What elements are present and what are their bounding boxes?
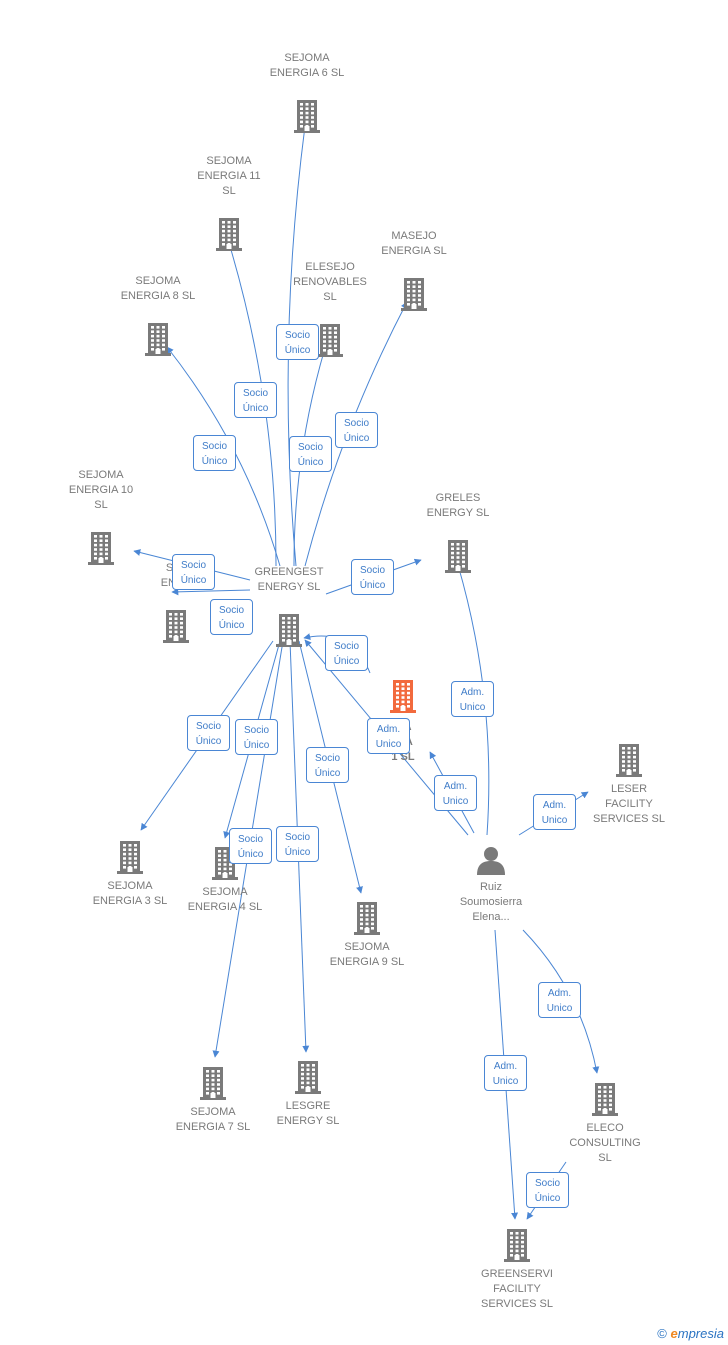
edge-label[interactable]: Socio Único <box>351 559 394 595</box>
edge-label[interactable]: Socio Único <box>172 554 215 590</box>
node-label: SEJOMA ENERGIA 9 SL <box>329 941 405 968</box>
building-icon <box>592 1082 618 1121</box>
edge-greengest-sejomaX <box>171 588 251 596</box>
node-label: SEJOMA ENERGIA 3 SL <box>92 880 168 907</box>
building-icon <box>212 846 238 885</box>
node-label: SEJOMA ENERGIA 7 SL <box>175 1106 251 1133</box>
node-label: MASEJO ENERGIA SL <box>381 230 447 257</box>
node-label: SEJOMA ENERGIA 10 SL <box>68 469 134 511</box>
edge-label[interactable]: Socio Único <box>526 1172 569 1208</box>
building-icon <box>504 1228 530 1267</box>
brand-logo-e: e <box>670 1326 678 1341</box>
building-icon <box>294 99 320 138</box>
edge-label[interactable]: Adm. Unico <box>451 681 494 717</box>
node-sejoma4[interactable]: SEJOMA ENERGIA 4 SL <box>170 846 280 915</box>
node-label: SEJOMA ENERGIA 4 SL <box>187 886 263 913</box>
node-label: GRELES ENERGY SL <box>426 492 490 519</box>
node-leser[interactable]: LESER FACILITY SERVICES SL <box>574 743 684 827</box>
copyright-symbol: © <box>657 1326 667 1341</box>
building-icon <box>317 323 343 362</box>
edge-label[interactable]: Socio Único <box>210 599 253 635</box>
building-icon <box>401 277 427 316</box>
edge-label[interactable]: Socio Único <box>335 412 378 448</box>
edge-label[interactable]: Socio Único <box>276 826 319 862</box>
edge-label[interactable]: Socio Único <box>187 715 230 751</box>
node-sejoma3[interactable]: SEJOMA ENERGIA 3 SL <box>75 840 185 909</box>
node-greengest[interactable]: GREENGEST ENERGY SL <box>234 565 344 652</box>
brand-logo-text: mpresia <box>677 1326 724 1341</box>
node-label: SEJOMA ENERGIA 6 SL <box>269 52 345 79</box>
node-lesgre[interactable]: LESGRE ENERGY SL <box>253 1060 363 1129</box>
node-sejoma6[interactable]: SEJOMA ENERGIA 6 SL <box>252 51 362 138</box>
edge-label[interactable]: Socio Único <box>193 435 236 471</box>
node-label: LESGRE ENERGY SL <box>276 1100 340 1127</box>
edge-label[interactable]: Socio Único <box>235 719 278 755</box>
node-eleco[interactable]: ELECO CONSULTING SL <box>550 1082 660 1166</box>
edge-label[interactable]: Adm. Unico <box>434 775 477 811</box>
node-label: GREENGEST ENERGY SL <box>254 566 324 593</box>
edge-label[interactable]: Adm. Unico <box>484 1055 527 1091</box>
node-ruiz[interactable]: Ruiz Soumosierra Elena... <box>436 845 546 925</box>
node-label: LESER FACILITY SERVICES SL <box>593 783 665 825</box>
node-masejo[interactable]: MASEJO ENERGIA SL <box>359 229 469 316</box>
building-icon <box>295 1060 321 1099</box>
node-label: GREENSERVI FACILITY SERVICES SL <box>481 1268 553 1310</box>
building-icon <box>88 531 114 570</box>
node-sejoma9[interactable]: SEJOMA ENERGIA 9 SL <box>312 901 422 970</box>
node-sejoma7[interactable]: SEJOMA ENERGIA 7 SL <box>158 1066 268 1135</box>
edge-label[interactable]: Adm. Unico <box>367 718 410 754</box>
edge-label[interactable]: Socio Único <box>229 828 272 864</box>
node-label: ELECO CONSULTING SL <box>569 1122 641 1164</box>
node-sejoma8[interactable]: SEJOMA ENERGIA 8 SL <box>103 274 213 361</box>
building-icon <box>145 322 171 361</box>
edge-label[interactable]: Adm. Unico <box>538 982 581 1018</box>
node-label: SEJOMA ENERGIA 11 SL <box>197 155 261 197</box>
node-label: Ruiz Soumosierra Elena... <box>459 881 523 923</box>
building-icon <box>616 743 642 782</box>
edge-label[interactable]: Socio Único <box>306 747 349 783</box>
edge-label[interactable]: Adm. Unico <box>533 794 576 830</box>
person-icon <box>476 845 506 880</box>
building-icon <box>117 840 143 879</box>
node-sejoma11[interactable]: SEJOMA ENERGIA 11 SL <box>174 154 284 256</box>
building-icon <box>445 539 471 578</box>
edge-label[interactable]: Socio Único <box>289 436 332 472</box>
node-greenservi[interactable]: GREENSERVI FACILITY SERVICES SL <box>462 1228 572 1312</box>
building-icon <box>354 901 380 940</box>
brand-watermark: © empresia <box>657 1326 724 1341</box>
node-elesejo[interactable]: ELESEJO RENOVABLES SL <box>275 260 385 362</box>
edge-label[interactable]: Socio Único <box>276 324 319 360</box>
edge-label[interactable]: Socio Único <box>325 635 368 671</box>
node-label: SEJOMA ENERGIA 8 SL <box>120 275 196 302</box>
building-icon <box>276 613 302 652</box>
node-label: ELESEJO RENOVABLES SL <box>293 261 367 303</box>
building-icon <box>390 679 416 718</box>
building-icon <box>163 609 189 648</box>
node-greles[interactable]: GRELES ENERGY SL <box>403 491 513 578</box>
building-icon <box>216 217 242 256</box>
node-sejoma10[interactable]: SEJOMA ENERGIA 10 SL <box>46 468 156 570</box>
building-icon <box>200 1066 226 1105</box>
edge-label[interactable]: Socio Único <box>234 382 277 418</box>
